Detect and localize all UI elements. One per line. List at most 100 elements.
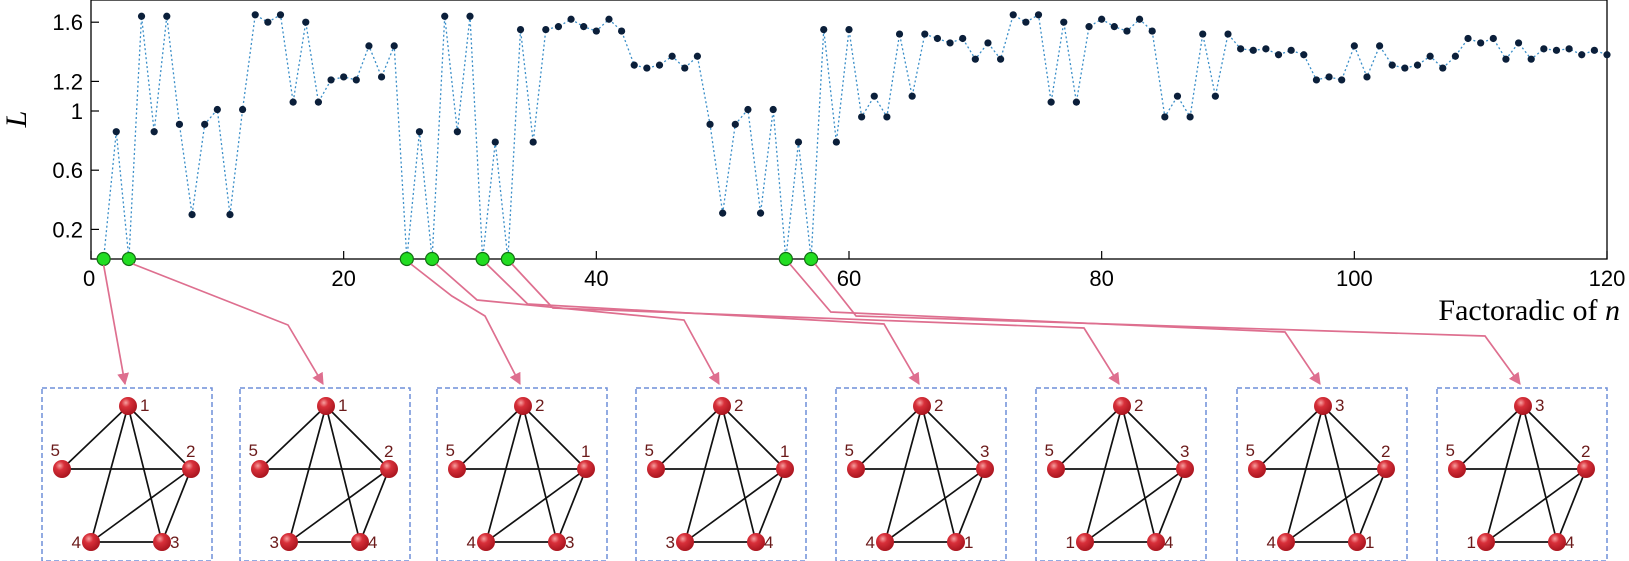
graph-node-label: 4 — [368, 533, 377, 552]
graph-panel-border — [436, 387, 608, 561]
graph-node-label: 1 — [1066, 533, 1075, 552]
graph-panel-border — [1236, 387, 1408, 561]
data-point — [1237, 45, 1245, 53]
data-point — [352, 76, 360, 84]
data-point — [491, 138, 499, 146]
connector-arrow — [814, 263, 1521, 385]
data-point — [1514, 39, 1523, 47]
data-point — [1224, 30, 1232, 38]
data-point — [655, 61, 664, 69]
graph-node — [577, 460, 595, 478]
data-point — [769, 105, 777, 114]
graph-node-label: 2 — [734, 396, 743, 415]
data-point — [908, 92, 916, 100]
data-point — [1439, 64, 1447, 72]
y-axis-title: L — [0, 111, 33, 129]
graph-edge — [161, 468, 192, 543]
graph-edge — [1456, 405, 1524, 470]
data-point — [1325, 73, 1333, 81]
x-tick-label: 60 — [837, 266, 861, 291]
data-point — [731, 120, 739, 128]
data-point — [1173, 92, 1182, 100]
graph-edge — [721, 405, 757, 543]
graph-edge — [921, 405, 957, 543]
connector-arrow — [511, 263, 1120, 386]
data-point — [1350, 42, 1358, 50]
graph-edge — [1322, 405, 1387, 470]
data-point — [643, 64, 651, 72]
graph-edge — [1121, 405, 1186, 470]
graph-edge — [522, 405, 587, 470]
data-point — [529, 138, 537, 146]
graph-node-label: 2 — [535, 396, 544, 415]
graph-node — [351, 533, 369, 551]
data-point — [137, 12, 146, 20]
data-point — [1363, 73, 1371, 81]
graph-node-label: 3 — [1535, 396, 1544, 415]
data-point — [883, 113, 891, 121]
data-point — [719, 209, 727, 217]
x-tick-label: 120 — [1589, 266, 1626, 291]
data-point — [213, 105, 221, 114]
data-point — [1249, 46, 1257, 54]
data-point — [453, 128, 461, 136]
data-point — [1338, 76, 1346, 84]
data-point — [1047, 98, 1055, 106]
data-point — [933, 34, 942, 43]
data-point — [1312, 76, 1321, 84]
data-point — [1135, 15, 1144, 23]
graph-node — [976, 460, 994, 478]
connector-arrow — [132, 263, 324, 386]
graph-node-label: 4 — [72, 533, 81, 552]
data-point — [971, 55, 979, 63]
data-point — [1009, 11, 1017, 19]
graph-edge — [61, 405, 129, 470]
graph-edge — [127, 405, 163, 543]
graph-node-label: 3 — [565, 533, 574, 552]
graph-node — [1176, 460, 1194, 478]
graph-edge — [1522, 405, 1587, 470]
graph-edge — [90, 405, 129, 543]
data-point — [302, 18, 310, 26]
data-point — [820, 26, 828, 34]
y-tick-label: 1 — [71, 99, 83, 124]
data-point — [1527, 55, 1535, 63]
graph-edge — [127, 405, 192, 470]
graph-node — [876, 533, 894, 551]
data-point-zero — [96, 251, 111, 267]
graph-node-label: 4 — [1164, 533, 1173, 552]
graph-edge — [1485, 405, 1524, 543]
graph-node — [1577, 460, 1595, 478]
data-point — [706, 120, 714, 128]
series-line — [102, 13, 1608, 260]
data-point — [239, 105, 247, 114]
graph-edge — [755, 468, 786, 543]
data-point — [276, 11, 285, 19]
data-point — [365, 42, 373, 50]
data-point-zero — [399, 251, 414, 267]
graph-edge — [1522, 405, 1558, 543]
data-point — [668, 52, 676, 60]
graph-node-label: 1 — [1365, 533, 1374, 552]
graph-panel-border — [41, 387, 213, 561]
data-point — [1262, 45, 1270, 53]
graph-node — [53, 460, 71, 478]
graph-panel-border — [635, 387, 807, 561]
graph-panel-border — [1436, 387, 1608, 561]
graph-edge — [288, 405, 327, 543]
x-tick-label: 20 — [331, 266, 355, 291]
data-point — [1401, 64, 1409, 72]
graph-node — [1448, 460, 1466, 478]
data-point — [390, 42, 398, 50]
graph-edge — [655, 405, 723, 470]
data-point — [1464, 34, 1472, 43]
graph-node — [119, 397, 137, 415]
data-point — [1426, 52, 1434, 60]
graph-edge — [1285, 468, 1387, 543]
data-point-zero — [121, 251, 136, 267]
data-point — [314, 98, 322, 106]
